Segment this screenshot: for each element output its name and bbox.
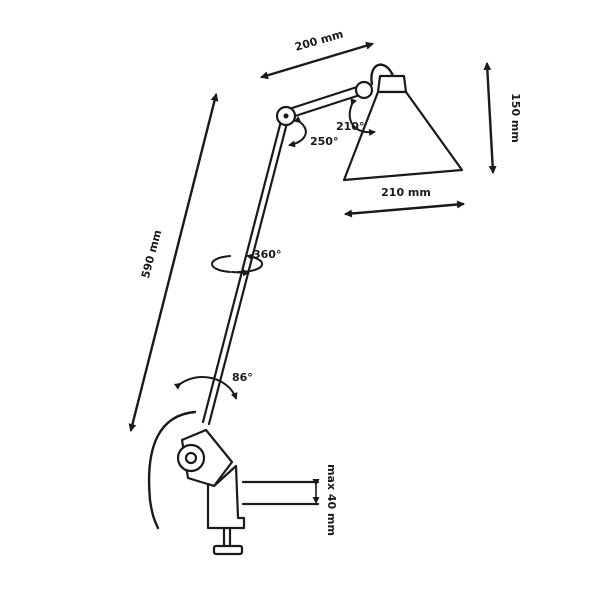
shade-height-label: 150 mm (509, 93, 522, 143)
rotation-arrows (173, 98, 376, 400)
shade-socket (376, 74, 408, 94)
shade-joint (354, 80, 374, 100)
base-rotation-label: 86° (232, 371, 253, 384)
arm-length-label: 200 mm (293, 28, 344, 54)
shade-width-label: 210 mm (381, 186, 431, 199)
elbow-pin (283, 113, 289, 119)
arm-length-double-arrow-icon (260, 41, 374, 80)
clamp-screw (222, 526, 232, 548)
shade-tilt-rotation-arrow-icon (348, 98, 376, 137)
base-rotation-arrow-icon (173, 375, 238, 400)
base-pivot-pin (184, 451, 198, 465)
total-height-double-arrow-icon (128, 93, 219, 432)
dimension-lines (128, 41, 497, 504)
shade-tilt-label: 210° (336, 120, 364, 133)
table-edge (241, 480, 320, 506)
total-height-label: 590 mm (139, 228, 164, 279)
clamp-capacity-label: max 40 mm (325, 464, 338, 536)
table-clamp (206, 464, 246, 530)
stem-rotation-label: 360° (253, 248, 281, 261)
shade-width-double-arrow-icon (344, 200, 465, 218)
lamp-illustration (147, 63, 464, 556)
elbow-rotation-label: 250° (310, 135, 338, 148)
shade-height-double-arrow-icon (483, 62, 497, 174)
lamp-shade (342, 90, 464, 182)
clamp-screw-knob (212, 544, 244, 556)
elbow-rotation-arrow-icon (288, 116, 307, 148)
lamp-arm (284, 84, 365, 120)
